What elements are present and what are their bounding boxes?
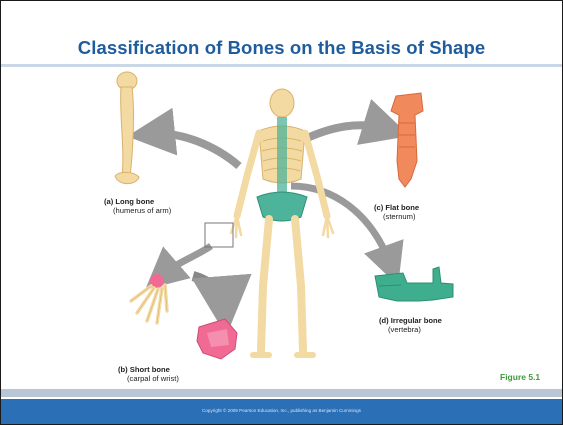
arrow-to-long-bone <box>151 134 239 166</box>
long-bone-illustration <box>115 72 139 184</box>
skeleton-figure <box>231 89 333 355</box>
figure-label: Figure 5.1 <box>500 372 540 382</box>
hand-illustration <box>131 274 167 323</box>
label-long-bone: (a) Long bone (humerus of arm) <box>104 197 171 215</box>
footer-band <box>1 389 562 397</box>
arrow-to-short-bone <box>193 276 224 306</box>
irregular-bone-illustration <box>375 267 453 301</box>
flat-bone-illustration <box>391 93 423 187</box>
label-flat-bone: (c) Flat bone (sternum) <box>374 203 419 221</box>
short-bone-illustration <box>197 319 237 359</box>
label-short-bone: (b) Short bone (carpal of wrist) <box>118 365 179 383</box>
arrow-to-flat-bone <box>301 125 387 141</box>
label-irregular-bone: (d) Irregular bone (vertebra) <box>379 316 442 334</box>
skeleton-illustration <box>1 1 562 391</box>
copyright-text: Copyright © 2009 Pearson Education, Inc.… <box>1 408 562 413</box>
arrow-to-carpal <box>161 246 211 276</box>
